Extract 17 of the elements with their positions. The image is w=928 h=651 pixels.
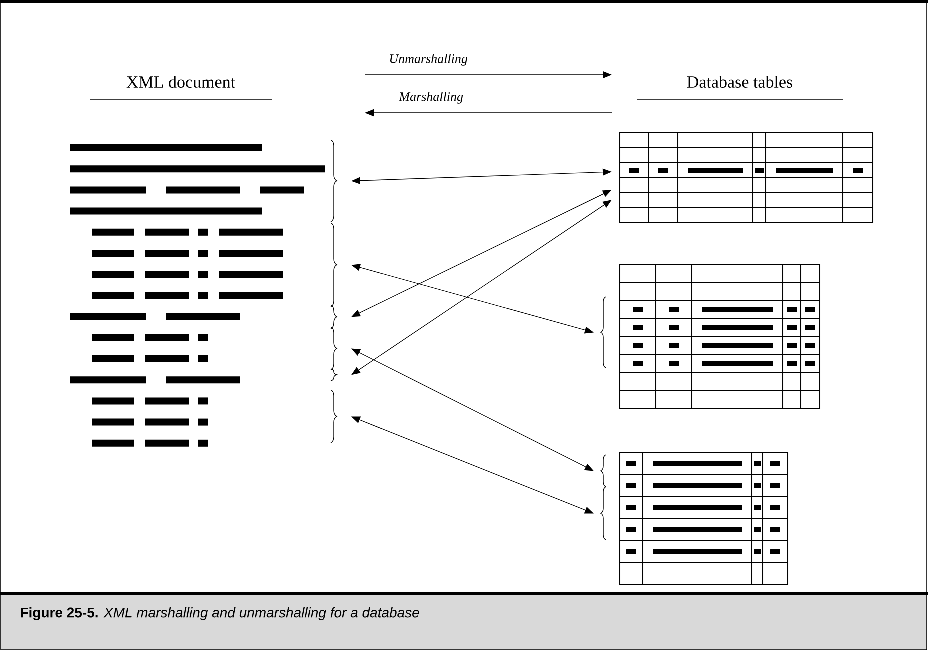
- table: [620, 132, 874, 224]
- brace: [600, 296, 606, 368]
- caption: Figure 25-5. XML marshalling and unmarshalling for a database: [21, 607, 420, 621]
- brace: [330, 326, 338, 370]
- heading: XML document: [126, 76, 236, 88]
- brace: [330, 368, 338, 382]
- arrow-label: Marshalling: [399, 92, 464, 104]
- brace: [600, 454, 606, 488]
- brace: [330, 140, 338, 222]
- brace: [330, 222, 338, 308]
- heading: Database tables: [687, 76, 793, 88]
- table: [620, 452, 788, 586]
- brace: [330, 390, 338, 444]
- arrow-label: Unmarshalling: [390, 54, 468, 66]
- brace: [600, 486, 606, 540]
- table: [620, 264, 820, 410]
- brace: [330, 304, 338, 330]
